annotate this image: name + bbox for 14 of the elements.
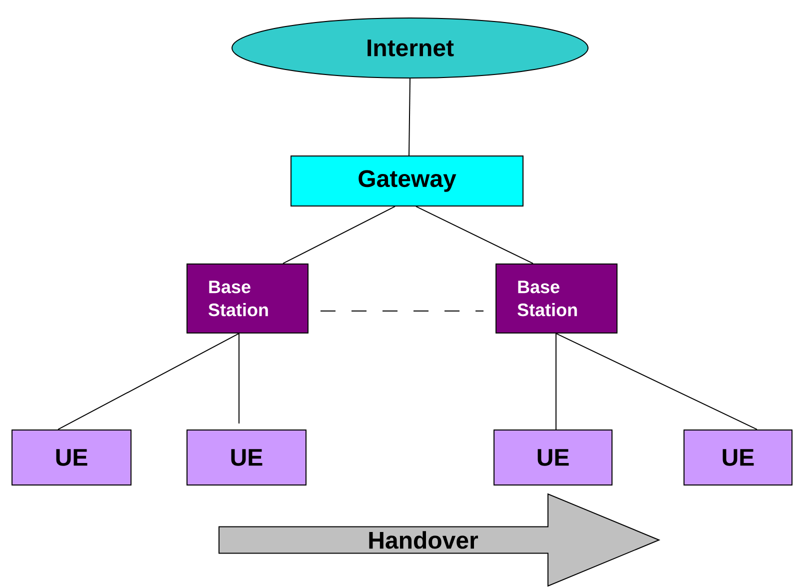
base-station-box: Base Station bbox=[186, 264, 308, 334]
dashed-line bbox=[320, 310, 484, 312]
connector-line bbox=[556, 332, 758, 430]
ue-box: UE bbox=[12, 429, 132, 486]
ue-box: UE bbox=[186, 429, 306, 486]
connector-line bbox=[282, 206, 396, 264]
gateway-box: Gateway bbox=[290, 156, 524, 206]
connector-line bbox=[58, 332, 240, 430]
connector-line bbox=[408, 78, 410, 156]
connector-line bbox=[416, 206, 534, 264]
connector-line bbox=[238, 332, 240, 424]
ue-box: UE bbox=[684, 429, 792, 486]
ue-box: UE bbox=[494, 429, 612, 486]
base-station-box: Base Station bbox=[496, 264, 618, 334]
